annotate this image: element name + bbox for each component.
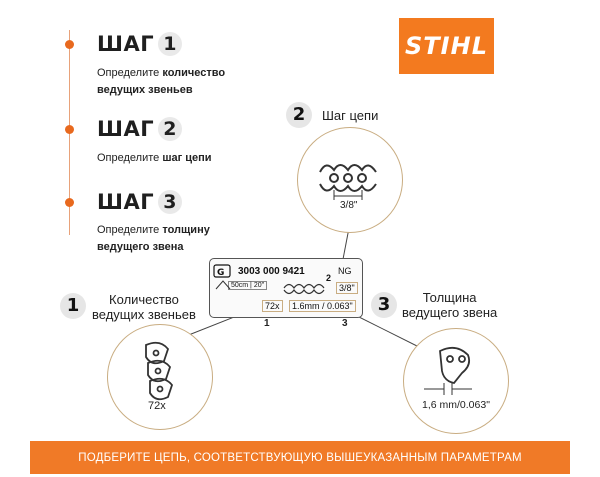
step-2-bold: шаг цепи [162, 152, 212, 164]
gauge-label-line-2: ведущего звена [402, 305, 498, 320]
pitch-label: Шаг цепи [322, 108, 379, 123]
plate-gauge: 1.6mm / 0.063" [289, 300, 356, 312]
step-1-text: Определите [97, 67, 163, 79]
step-2-text: Определите [97, 152, 163, 164]
step-3-title: ШАГ 3 [97, 190, 183, 214]
plate-type: NG [338, 266, 352, 276]
plate-part-number: 3003 000 9421 [238, 266, 305, 277]
gauge-label: Толщина ведущего звена [402, 290, 497, 320]
timeline-dot-2 [65, 125, 74, 134]
plate-bar-icon [215, 280, 231, 290]
timeline-dot-1 [65, 40, 74, 49]
footer-text: ПОДБЕРИТЕ ЦЕПЬ, СООТВЕТСТВУЮЩУЮ ВЫШЕУКАЗ… [78, 451, 522, 464]
links-number-badge: 1 [60, 293, 86, 319]
step-2-description: Определите шаг цепи [97, 150, 212, 167]
plate-marker-3: 3 [342, 318, 348, 329]
step-1-number: 1 [158, 32, 183, 56]
links-label-line-1: Количество [109, 292, 179, 307]
links-value: 72x [148, 400, 166, 412]
timeline-dot-3 [65, 198, 74, 207]
gauge-circle: 1,6 mm/0.063" [403, 328, 509, 434]
plate-marker-2: 2 [326, 273, 332, 283]
links-label: Количество ведущих звеньев [92, 292, 196, 322]
step-1-bold: количество [162, 67, 226, 79]
stihl-g-icon: G [213, 264, 231, 278]
pitch-value: 3/8" [340, 200, 358, 211]
step-3-bold: толщину [162, 224, 210, 236]
gauge-link-icon [424, 346, 472, 395]
step-3-bold-2: ведущего звена [97, 241, 184, 253]
step-1-title: ШАГ 1 [97, 32, 183, 56]
step-3-number: 3 [158, 190, 183, 214]
gauge-number-badge: 3 [371, 292, 397, 318]
logo-text: STIHL [405, 32, 488, 60]
plate-links: 72x [262, 300, 283, 312]
step-3-description: Определите толщину ведущего звена [97, 222, 210, 256]
plate-pitch: 3/8" [336, 282, 358, 294]
plate-length: 50cm | 20" [228, 281, 268, 290]
pitch-number-badge: 2 [286, 102, 312, 128]
chain-plate: G 3003 000 9421 NG 2 3/8" 50cm | 20" 72x… [209, 258, 363, 318]
step-3-title-text: ШАГ [97, 190, 155, 214]
links-circle: 72x [107, 324, 213, 430]
step-2-number: 2 [158, 117, 183, 141]
svg-text:G: G [217, 268, 224, 278]
chain-pitch-icon [319, 164, 377, 200]
step-2-title: ШАГ 2 [97, 117, 183, 141]
stihl-logo: STIHL [399, 18, 494, 74]
step-1-title-text: ШАГ [97, 32, 155, 56]
footer-banner: ПОДБЕРИТЕ ЦЕПЬ, СООТВЕТСТВУЮЩУЮ ВЫШЕУКАЗ… [30, 441, 570, 474]
gauge-label-line-1: Толщина [422, 290, 477, 305]
step-1-bold-2: ведущих звеньев [97, 84, 193, 96]
gauge-value: 1,6 mm/0.063" [422, 399, 490, 411]
drive-links-icon [145, 341, 174, 401]
plate-chain-icon [283, 283, 325, 295]
step-1-description: Определите количество ведущих звеньев [97, 65, 225, 99]
step-3-text: Определите [97, 224, 163, 236]
pitch-circle: 3/8" [297, 127, 403, 233]
step-2-title-text: ШАГ [97, 117, 155, 141]
links-label-line-2: ведущих звеньев [92, 307, 196, 322]
plate-marker-1: 1 [264, 318, 270, 329]
